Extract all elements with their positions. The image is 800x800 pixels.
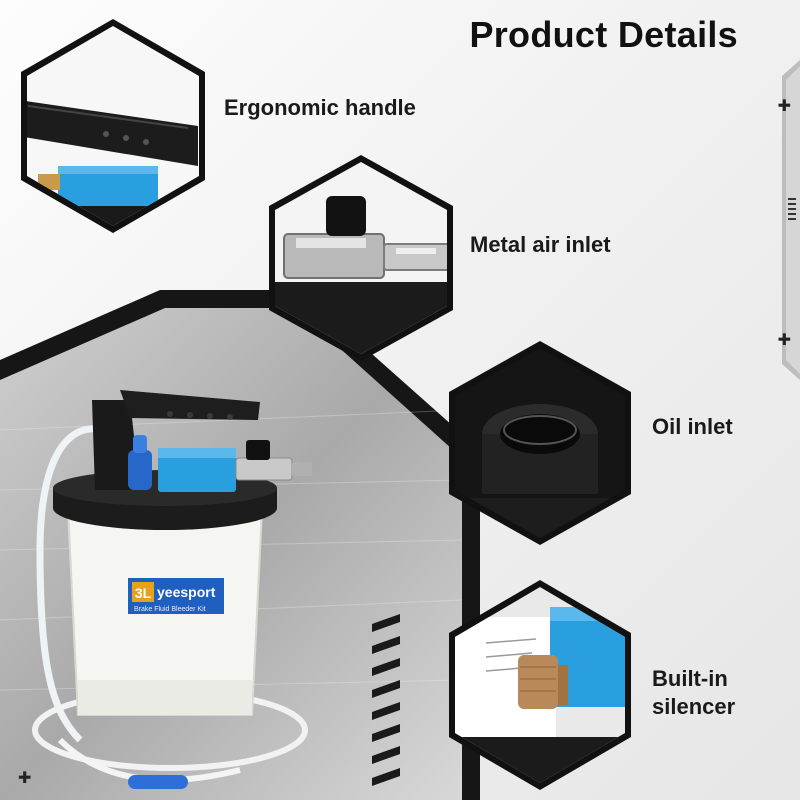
- handle-detail-image: [21, 19, 205, 233]
- side-rail: [782, 60, 800, 380]
- product-subtitle: Brake Fluid Bleeder Kit: [134, 606, 206, 613]
- plus-screw-icon: ✚: [777, 98, 791, 115]
- page-title: Product Details: [469, 14, 738, 55]
- capacity-badge: 3L: [135, 585, 152, 601]
- plus-screw-icon: ✚: [777, 332, 791, 349]
- feature-label-oil-inlet: Oil inlet: [652, 414, 733, 439]
- silencer-detail-image: [449, 580, 631, 790]
- feature-label-handle: Ergonomic handle: [224, 95, 416, 120]
- oil-inlet-detail-image: [449, 341, 631, 545]
- air-inlet-detail-image: [269, 155, 453, 361]
- tube-fitting: [128, 450, 152, 490]
- feature-label-silencer: Built-in silencer: [652, 665, 735, 721]
- feature-label-air-inlet: Metal air inlet: [470, 232, 611, 257]
- hose-connector: [128, 775, 188, 789]
- plus-screw-icon: ✚: [18, 770, 32, 787]
- pump-handle: [120, 390, 260, 420]
- pump-block: [158, 448, 236, 492]
- silencer-label-line-1: Built-in: [652, 666, 728, 691]
- brand-name: yeesport: [157, 584, 216, 600]
- bleeder-kit-illustration: 3L yeesport Brake Fluid Bleeder Kit: [32, 390, 312, 789]
- air-valve: [235, 457, 293, 481]
- suction-tube: [36, 425, 143, 743]
- silencer-label-line-2: silencer: [652, 694, 736, 719]
- stripe-accent: [372, 614, 400, 786]
